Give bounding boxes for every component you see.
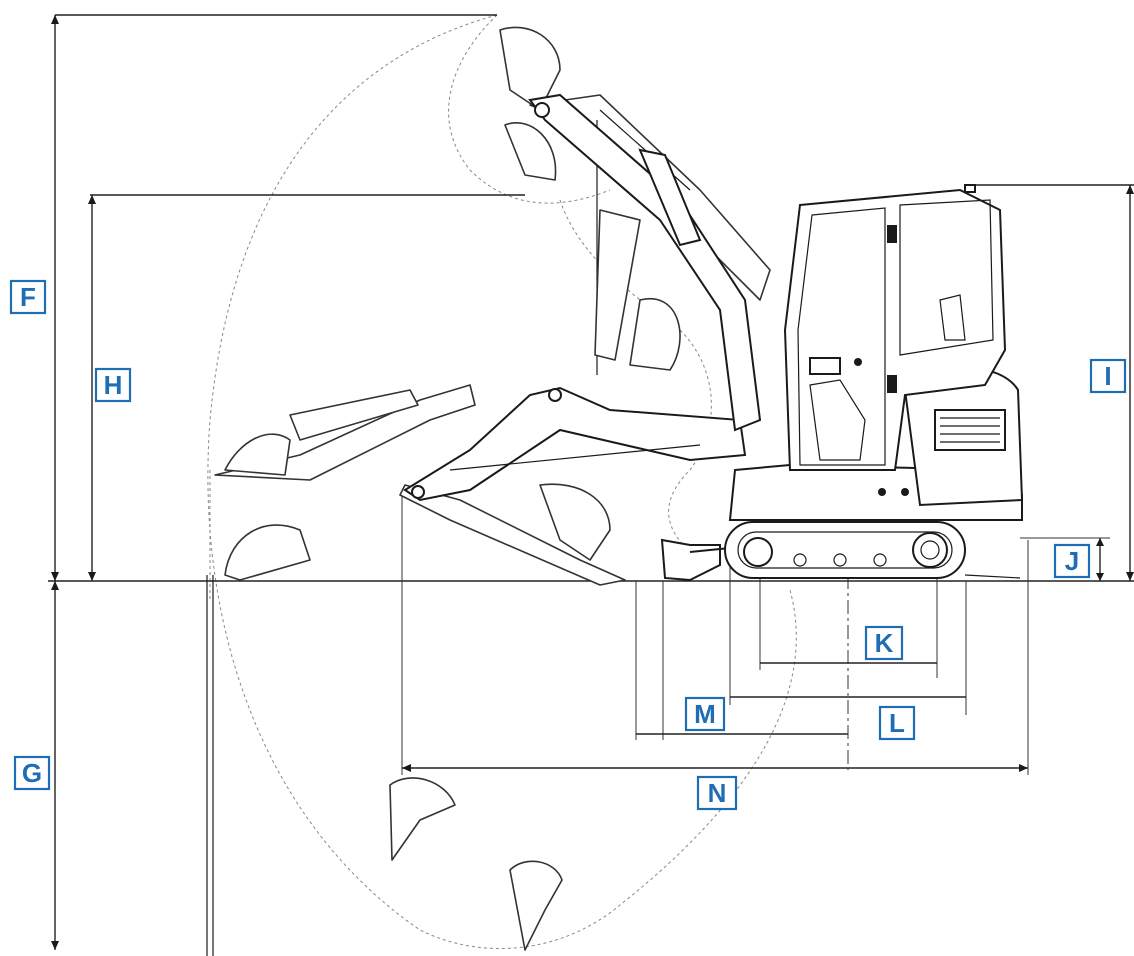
svg-text:L: L [889,708,905,738]
label-g: G [13,755,51,791]
track-undercarriage [724,521,1021,579]
operator-cab [783,184,1007,471]
label-l: L [878,705,916,741]
dimension-f [51,14,497,581]
label-h: H [94,367,132,403]
engine-grille [940,417,1000,443]
dimension-l [729,560,967,715]
svg-text:N: N [708,778,727,808]
dimension-m [635,581,848,740]
svg-text:H: H [104,370,123,400]
svg-text:J: J [1065,546,1079,576]
dimension-j [1020,537,1110,581]
svg-text:F: F [20,282,36,312]
main-boom [403,93,762,502]
label-i: I [1089,358,1127,394]
svg-text:I: I [1104,361,1111,391]
dimension-i [970,184,1134,581]
dimension-h [88,194,525,581]
label-n: N [696,775,738,811]
ghost-arm-low [214,384,476,581]
label-j: J [1053,543,1091,579]
ghost-arm-dig [389,483,626,951]
label-f: F [9,279,47,315]
dimension-g [51,581,59,950]
label-k: K [864,625,904,661]
label-m: M [684,696,726,732]
dozer-blade [660,538,731,582]
vertical-reach-line [206,575,214,956]
svg-text:M: M [694,699,716,729]
svg-text:G: G [22,758,42,788]
dimension-n [401,495,1029,775]
svg-text:K: K [875,628,894,658]
